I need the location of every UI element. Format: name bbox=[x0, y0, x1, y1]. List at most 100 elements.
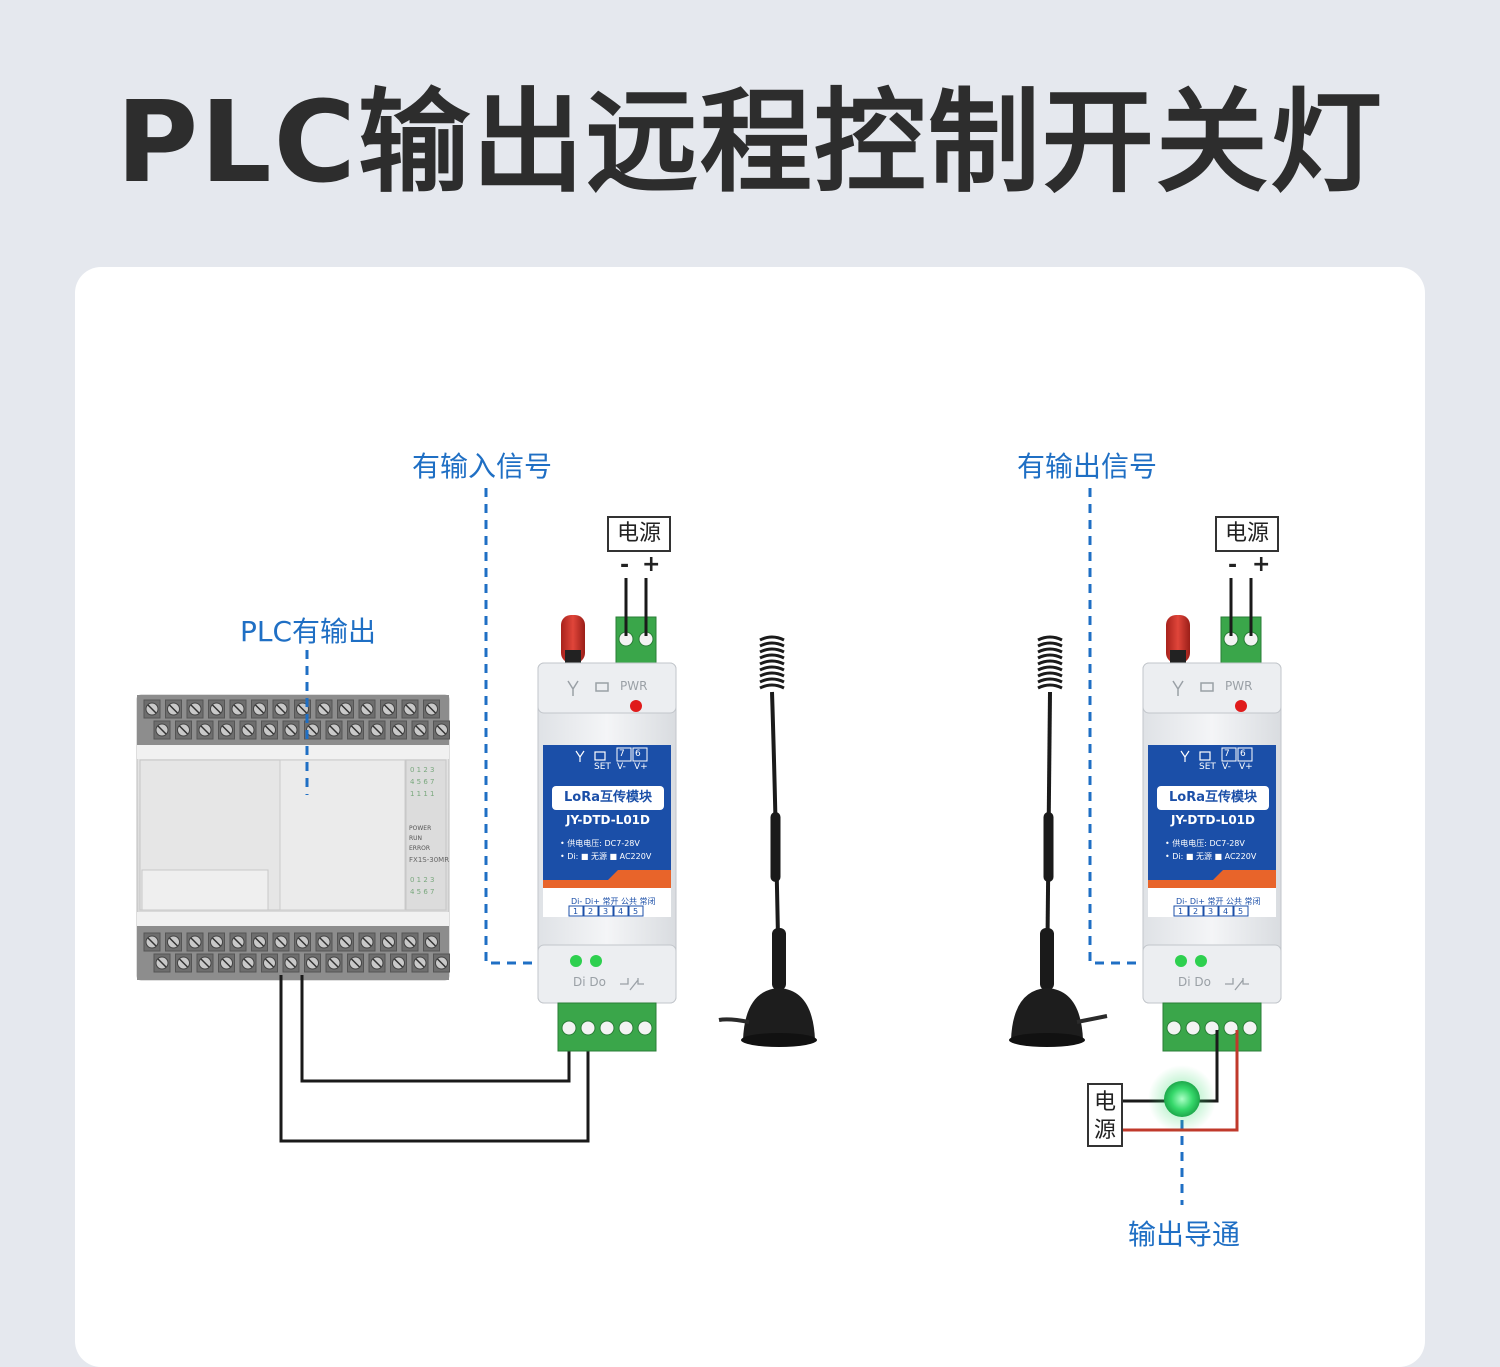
svg-text:0 1 2 3: 0 1 2 3 bbox=[410, 766, 435, 774]
pin6-left: 6 bbox=[635, 749, 641, 759]
plc-terminal-row-bottom bbox=[143, 932, 450, 973]
antenna-sleeve bbox=[1043, 812, 1054, 882]
terminal-number-box bbox=[598, 905, 614, 917]
di-led-icon bbox=[1175, 955, 1187, 967]
antenna-coil-icon bbox=[1037, 635, 1063, 690]
plc-screw-slot bbox=[147, 704, 157, 714]
vplus-left: V+ bbox=[634, 762, 648, 772]
plc-screw-slot bbox=[200, 725, 210, 735]
plc-screw-slot bbox=[264, 725, 275, 735]
terminal-screw-icon bbox=[618, 1020, 634, 1036]
pwr-led-icon bbox=[1235, 700, 1247, 712]
terminal-labels-right: Di- Di+ 常开 公共 常闭 bbox=[1176, 897, 1261, 906]
module-orange-stripe bbox=[543, 870, 671, 888]
plc-screw-slot bbox=[233, 704, 243, 714]
antenna-base-post bbox=[772, 928, 786, 990]
pin7-box bbox=[1221, 747, 1237, 762]
terminal-screw-icon bbox=[561, 1020, 577, 1036]
relay-icon bbox=[620, 978, 644, 991]
output-signal-label: 有输出信号 bbox=[1017, 450, 1158, 483]
module-di-left: • Di: ■ 无源 ■ AC220V bbox=[560, 852, 652, 861]
panel-antenna-icon bbox=[575, 750, 585, 762]
antenna-cable bbox=[1076, 1014, 1108, 1024]
module-bottom-cap bbox=[1142, 944, 1282, 1004]
antenna-base-post bbox=[1040, 928, 1054, 990]
pin7-right: 7 bbox=[1224, 749, 1230, 759]
plc-screw-slot bbox=[254, 704, 265, 714]
lamp-icon bbox=[1164, 1081, 1200, 1117]
plc-model: FX1S-30MR bbox=[409, 856, 449, 864]
plc-screw-slot bbox=[393, 958, 404, 968]
pwr-led-icon bbox=[630, 700, 642, 712]
plc-screw-slot bbox=[405, 937, 415, 947]
module-top-cap bbox=[537, 662, 677, 714]
module-bottom-cap bbox=[537, 944, 677, 1004]
plc-screw-slot bbox=[254, 937, 265, 947]
module-model-left: JY-DTD-L01D bbox=[566, 813, 650, 827]
terminal-number: 5 bbox=[633, 907, 638, 916]
terminal-screw-icon bbox=[637, 1020, 653, 1036]
do-led-icon bbox=[1195, 955, 1207, 967]
terminal-number: 1 bbox=[573, 907, 578, 916]
plc-screw-slot bbox=[168, 704, 179, 714]
terminal-number-box bbox=[1233, 905, 1249, 917]
set-label-right: SET bbox=[1199, 762, 1216, 772]
terminal-number-box bbox=[628, 905, 644, 917]
plc-screw-slot bbox=[436, 958, 447, 968]
terminal-number: 4 bbox=[618, 907, 623, 916]
vminus-left: V- bbox=[617, 762, 626, 772]
plc-screw-slot bbox=[286, 958, 296, 968]
power-minus-right: - bbox=[1228, 553, 1238, 578]
terminal-screw-icon bbox=[580, 1020, 596, 1036]
plc-terminal-row-top bbox=[143, 699, 450, 740]
plc-screw-slot bbox=[372, 958, 382, 968]
pin6-box bbox=[632, 747, 648, 762]
plc-screw-slot bbox=[415, 725, 425, 735]
plc-screw-slot bbox=[319, 937, 329, 947]
sucker-base-icon bbox=[1011, 988, 1083, 1040]
port-icon bbox=[595, 682, 609, 692]
terminal-number: 5 bbox=[1238, 907, 1243, 916]
plc-screw-slot bbox=[168, 937, 179, 947]
plc-screw-slot bbox=[147, 937, 157, 947]
pin6-right: 6 bbox=[1240, 749, 1246, 759]
set-label-left: SET bbox=[594, 762, 611, 772]
terminal-number-box bbox=[583, 905, 599, 917]
plc-screw-slot bbox=[307, 725, 318, 735]
plc-screw-slot bbox=[178, 958, 189, 968]
terminal-number-box bbox=[1188, 905, 1204, 917]
sucker-foot bbox=[1009, 1033, 1085, 1047]
plc-screw-slot bbox=[383, 704, 394, 714]
terminal-number-box bbox=[1203, 905, 1219, 917]
antenna-cable bbox=[718, 1017, 750, 1024]
di-do-left: Di Do bbox=[573, 975, 606, 989]
sucker-antenna-right bbox=[1009, 635, 1108, 1047]
svg-text:0 1 2 3: 0 1 2 3 bbox=[410, 876, 435, 884]
module-supply-left: • 供电电压: DC7-28V bbox=[560, 839, 640, 848]
terminal-number-box bbox=[613, 905, 629, 917]
power-plus-right: + bbox=[1252, 552, 1271, 577]
terminal-number: 3 bbox=[603, 907, 608, 916]
plc-wiring bbox=[279, 975, 590, 1143]
antenna-coil-icon bbox=[759, 635, 785, 690]
plc-screw-slot bbox=[233, 937, 243, 947]
plc-screw-slot bbox=[297, 704, 308, 714]
sucker-base-icon bbox=[743, 988, 815, 1040]
pwr-label-left: PWR bbox=[620, 679, 648, 693]
plc-screw-slot bbox=[221, 958, 232, 968]
plc-screw-slot bbox=[362, 704, 372, 714]
signal-leaders bbox=[305, 488, 1184, 1205]
pin6-box bbox=[1237, 747, 1253, 762]
sucker-antenna-left bbox=[718, 635, 817, 1047]
plc-screw-slot bbox=[211, 704, 222, 714]
plc-screw-slot bbox=[276, 704, 286, 714]
plc-screw-slot bbox=[286, 725, 296, 735]
svg-text:1 1 1 1: 1 1 1 1 bbox=[410, 790, 435, 798]
plc-screw-slot bbox=[362, 937, 372, 947]
plc-screw-slot bbox=[340, 704, 351, 714]
di-do-right: Di Do bbox=[1178, 975, 1211, 989]
do-led-icon bbox=[590, 955, 602, 967]
sucker-foot bbox=[741, 1033, 817, 1047]
module-model-right: JY-DTD-L01D bbox=[1171, 813, 1255, 827]
